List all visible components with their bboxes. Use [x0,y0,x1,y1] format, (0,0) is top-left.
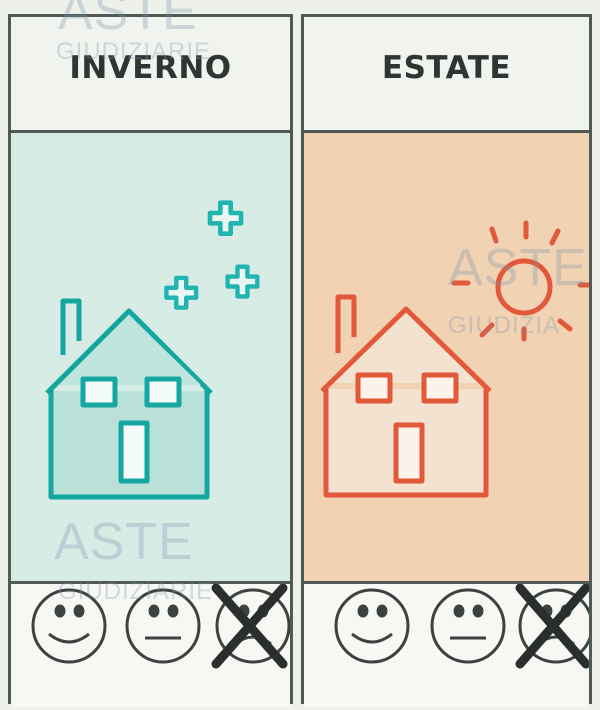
happy-face-icon [334,588,410,664]
winter-house-icon [45,298,213,500]
cross-mark-icon [211,584,288,669]
winter-rating [11,581,290,707]
summer-rating-faces [334,584,589,669]
neutral-face-icon [125,588,201,664]
winter-header: INVERNO [11,17,290,133]
summer-title: ESTATE [381,49,512,86]
winter-panel: INVERNO [8,14,293,707]
sun-icon [451,220,589,342]
winter-rating-faces [31,584,290,669]
summer-header: ESTATE [304,17,589,133]
summer-illustration [304,133,589,581]
summer-house-icon [320,294,492,498]
cross-mark-icon [515,584,589,669]
neutral-face-icon [430,588,506,664]
summer-panel: ESTATE [301,14,592,707]
winter-illustration [11,133,290,581]
snowflake-icons [164,200,260,310]
summer-rating [304,581,589,707]
winter-title: INVERNO [69,49,232,86]
happy-face-icon [31,588,107,664]
